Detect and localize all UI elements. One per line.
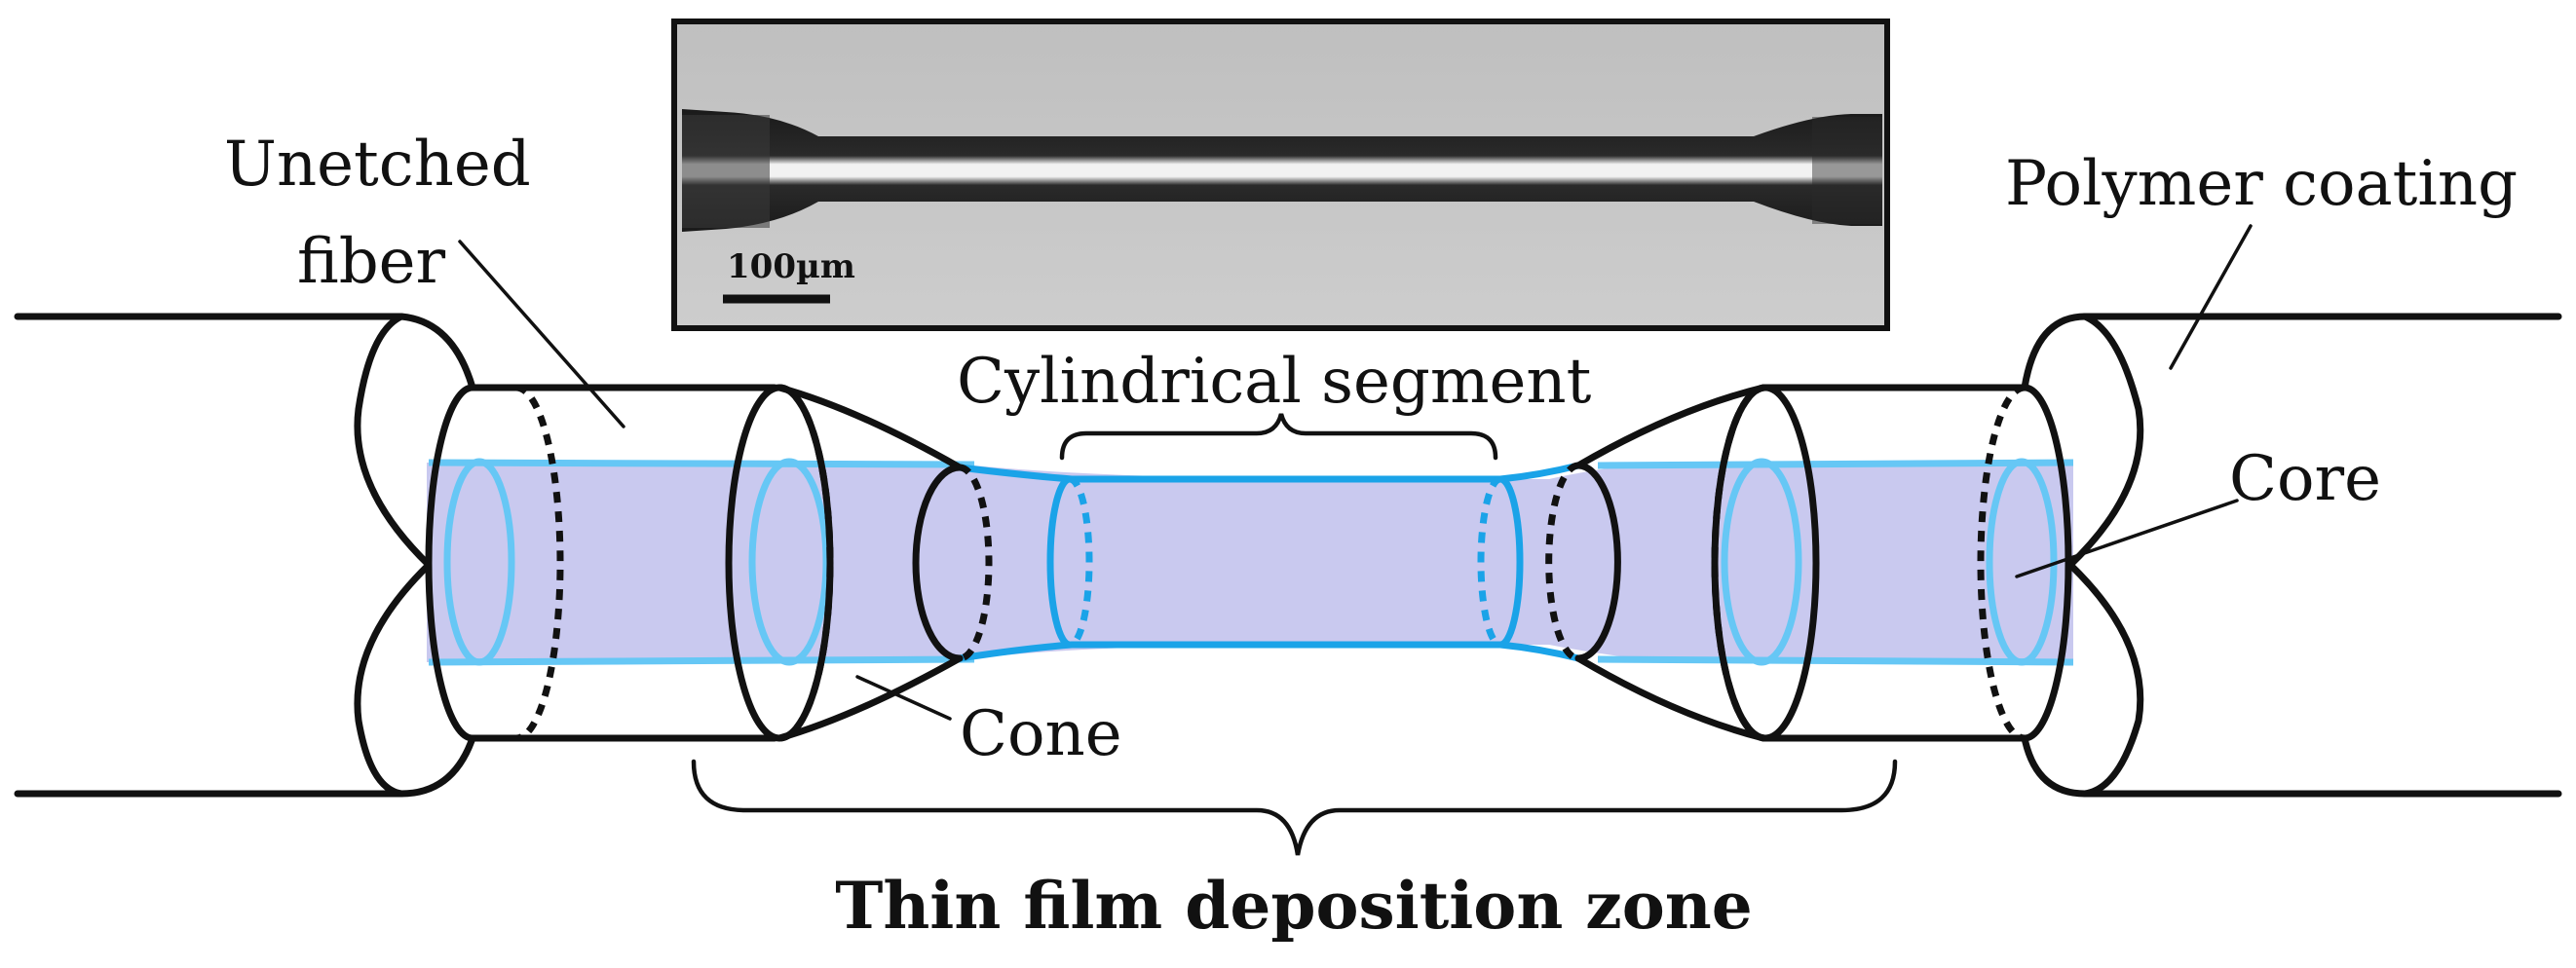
right-polymer-coating [2021, 313, 2562, 798]
polymer-coating-label: Polymer coating [2005, 148, 2518, 220]
deposition-zone-brace [691, 759, 1898, 856]
cylindrical-segment-label: Cylindrical segment [957, 346, 1592, 418]
core-leader [2015, 499, 2239, 578]
taper-waist [959, 462, 1579, 662]
scale-bar-label: 100µm [727, 247, 855, 286]
core-outlines [428, 458, 2074, 666]
etched-fiber-image [682, 109, 1882, 232]
left-polymer-coating [14, 313, 476, 798]
cylindrical-segment-brace [1059, 413, 1498, 461]
deposition-zone-label: Thin film deposition zone [835, 868, 1753, 944]
left-unetched-fiber [425, 384, 993, 742]
polymer-coating-leader [2169, 224, 2253, 370]
unetched-fiber-label-line2: fiber [297, 226, 446, 298]
unetched-fiber-leader [458, 240, 625, 428]
fiber-core [427, 463, 2073, 662]
cone-leader [855, 675, 952, 721]
unetched-fiber-label-line1: Unetched [224, 129, 531, 201]
core-label: Core [2229, 443, 2381, 515]
micrograph-inset: 100µm [671, 19, 1890, 331]
cone-label: Cone [960, 698, 1122, 770]
